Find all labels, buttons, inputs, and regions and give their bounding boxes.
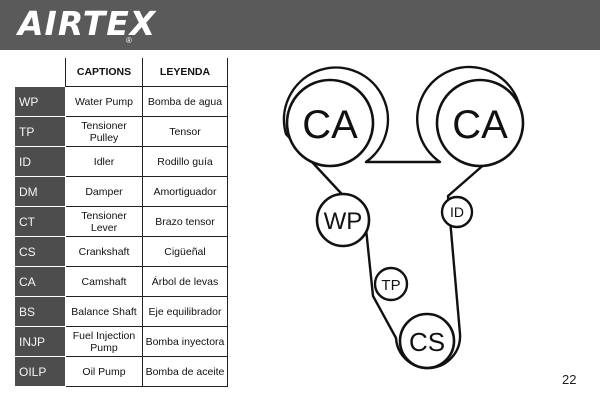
table-row: DM Damper Amortiguador [14, 176, 228, 207]
airtex-logo: AIRTEX [18, 4, 157, 43]
table-row: INJP Fuel Injection Pump Bomba inyectora [14, 326, 228, 357]
row-caption: Idler [65, 146, 143, 177]
table-row: TP Tensioner Pulley Tensor [14, 116, 228, 147]
row-leyenda: Tensor [142, 116, 228, 147]
row-caption: Damper [65, 176, 143, 207]
brand-header: AIRTEX ® [0, 0, 600, 50]
row-leyenda: Bomba de aceite [142, 356, 228, 387]
idler-pulley: ID [440, 195, 474, 229]
crankshaft-pulley: CS [398, 312, 456, 370]
row-code: BS [14, 296, 66, 327]
captions-header: CAPTIONS [65, 58, 143, 87]
camshaft-right-pulley: CA [435, 78, 525, 168]
svg-text:TP: TP [381, 277, 400, 294]
row-leyenda: Amortiguador [142, 176, 228, 207]
timing-belt [282, 65, 523, 370]
svg-text:CA: CA [452, 103, 508, 147]
registered-mark: ® [126, 36, 132, 45]
row-code: ID [14, 146, 66, 177]
row-code: DM [14, 176, 66, 207]
camshaft-left-pulley: CA [285, 78, 375, 168]
legend-corner [14, 58, 66, 87]
row-code: INJP [14, 326, 66, 357]
table-row: ID Idler Rodillo guía [14, 146, 228, 177]
svg-text:CS: CS [409, 327, 445, 357]
row-code: TP [14, 116, 66, 147]
row-caption: Oil Pump [65, 356, 143, 387]
table-row: BS Balance Shaft Eje equilibrador [14, 296, 228, 327]
row-code: CA [14, 266, 66, 297]
table-row: OILP Oil Pump Bomba de aceite [14, 356, 228, 387]
row-leyenda: Bomba inyectora [142, 326, 228, 357]
svg-text:CA: CA [302, 103, 358, 147]
svg-text:ID: ID [450, 204, 464, 220]
row-leyenda: Bomba de agua [142, 86, 228, 117]
row-code: CT [14, 206, 66, 237]
row-code: OILP [14, 356, 66, 387]
table-row: CT Tensioner Lever Brazo tensor [14, 206, 228, 237]
row-caption: Fuel Injection Pump [65, 326, 143, 357]
row-caption: Camshaft [65, 266, 143, 297]
row-caption: Tensioner Pulley [65, 116, 143, 147]
row-caption: Water Pump [65, 86, 143, 117]
row-leyenda: Rodillo guía [142, 146, 228, 177]
table-row: WP Water Pump Bomba de agua [14, 86, 228, 117]
tensioner-pulley: TP [373, 266, 409, 302]
row-code: CS [14, 236, 66, 267]
legend-table: CAPTIONS LEYENDA WP Water Pump Bomba de … [14, 58, 228, 387]
page-number: 22 [562, 372, 577, 387]
water-pump-pulley: WP [315, 192, 371, 248]
svg-text:WP: WP [324, 208, 363, 235]
leyenda-header: LEYENDA [142, 58, 228, 87]
row-caption: Crankshaft [65, 236, 143, 267]
